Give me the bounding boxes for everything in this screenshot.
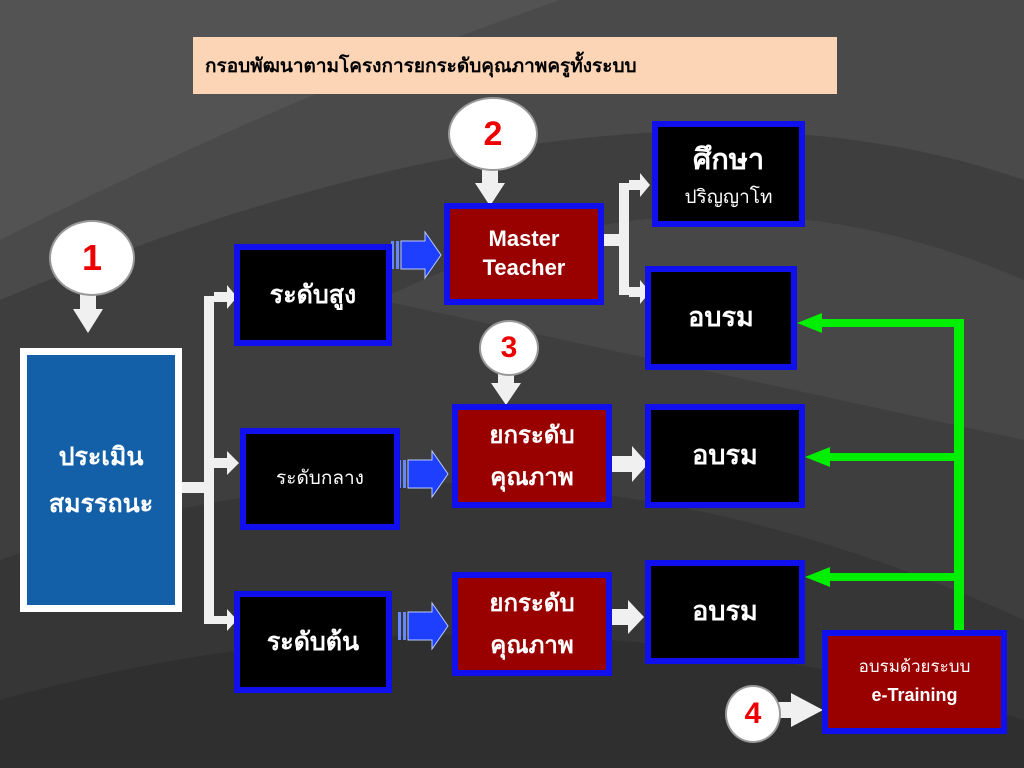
training-mid-box: อบรม [645, 404, 805, 508]
upgrade-low-line1: ยกระดับ [489, 588, 575, 617]
master-line1: Master [488, 226, 560, 252]
step-2-badge: 2 [448, 97, 538, 171]
assess-line2: สมรรถนะ [48, 489, 154, 518]
assess-competency-box: ประเมิน สมรรถนะ [20, 348, 182, 612]
upgrade-quality-low-box: ยกระดับ คุณภาพ [452, 572, 612, 676]
master-line2: Teacher [482, 255, 566, 280]
level-high-label: ระดับสูง [269, 279, 357, 309]
upgrade-mid-line1: ยกระดับ [489, 420, 575, 449]
training-top-label: อบรม [688, 302, 754, 334]
level-low-label: ระดับต้น [266, 626, 360, 656]
level-mid-box: ระดับกลาง [240, 428, 400, 530]
study-masters-box: ศึกษา ปริญญาโท [652, 121, 805, 227]
level-mid-label: ระดับกลาง [276, 467, 364, 490]
level-high-box: ระดับสูง [234, 244, 392, 346]
study-line2: ปริญญาโท [684, 186, 773, 208]
etraining-line1: อบรมด้วยระบบ [858, 657, 971, 677]
training-low-box: อบรม [645, 560, 805, 664]
level-low-box: ระดับต้น [234, 591, 392, 693]
training-mid-label: อบรม [692, 440, 758, 472]
step-4-badge: 4 [725, 685, 781, 743]
page-title: กรอบพัฒนาตามโครงการยกระดับคุณภาพครูทั้งร… [193, 37, 837, 94]
etraining-line2: e-Training [871, 685, 958, 706]
training-low-label: อบรม [692, 596, 758, 628]
upgrade-mid-line2: คุณภาพ [490, 462, 574, 491]
assess-line1: ประเมิน [58, 441, 144, 471]
training-top-box: อบรม [645, 266, 797, 370]
upgrade-low-line2: คุณภาพ [490, 630, 574, 659]
step-1-badge: 1 [49, 220, 135, 296]
study-line1: ศึกษา [692, 141, 765, 176]
master-teacher-box: Master Teacher [444, 203, 604, 305]
step-3-badge: 3 [479, 320, 539, 376]
upgrade-quality-mid-box: ยกระดับ คุณภาพ [452, 404, 612, 508]
etraining-box: อบรมด้วยระบบ e-Training [822, 630, 1007, 734]
